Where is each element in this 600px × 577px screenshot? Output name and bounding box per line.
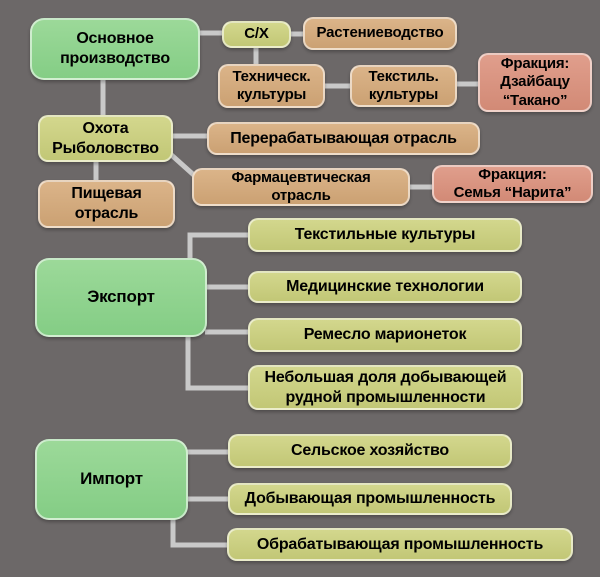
node-export-puppet-craft: Ремесло марионеток [248, 318, 522, 352]
node-export-textile-crops: Текстильные культуры [248, 218, 522, 252]
node-import: Импорт [35, 439, 188, 520]
node-import-agriculture: Сельское хозяйство [228, 434, 512, 468]
node-food-industry: Пищевая отрасль [38, 180, 175, 228]
node-main-production: Основное производство [30, 18, 200, 80]
connector-line [187, 232, 250, 260]
node-import-manufacturing-industry: Обрабатывающая промышленность [227, 528, 573, 561]
node-agriculture: С/Х [222, 21, 291, 48]
connector-line [185, 335, 250, 391]
node-hunting-fishing: Охота Рыболовство [38, 115, 173, 162]
node-processing-industry: Перерабатывающая отрасль [207, 122, 480, 155]
node-export-medical-tech: Медицинские технологии [248, 271, 522, 303]
node-export-mining-share: Небольшая доля добывающей рудной промышл… [248, 365, 523, 410]
node-export: Экспорт [35, 258, 207, 337]
node-textile-crops: Текстиль. культуры [350, 65, 457, 107]
node-import-mining-industry: Добывающая промышленность [228, 483, 512, 515]
node-faction-narita: Фракция: Семья “Нарита” [432, 165, 593, 203]
node-crop-production: Растениеводство [303, 17, 457, 50]
node-pharma-industry: Фармацевтическая отрасль [192, 168, 410, 206]
connector-line [170, 518, 230, 548]
node-faction-takano: Фракция: Дзайбацу “Такано” [478, 53, 592, 112]
node-technical-crops: Техническ. культуры [218, 64, 325, 108]
